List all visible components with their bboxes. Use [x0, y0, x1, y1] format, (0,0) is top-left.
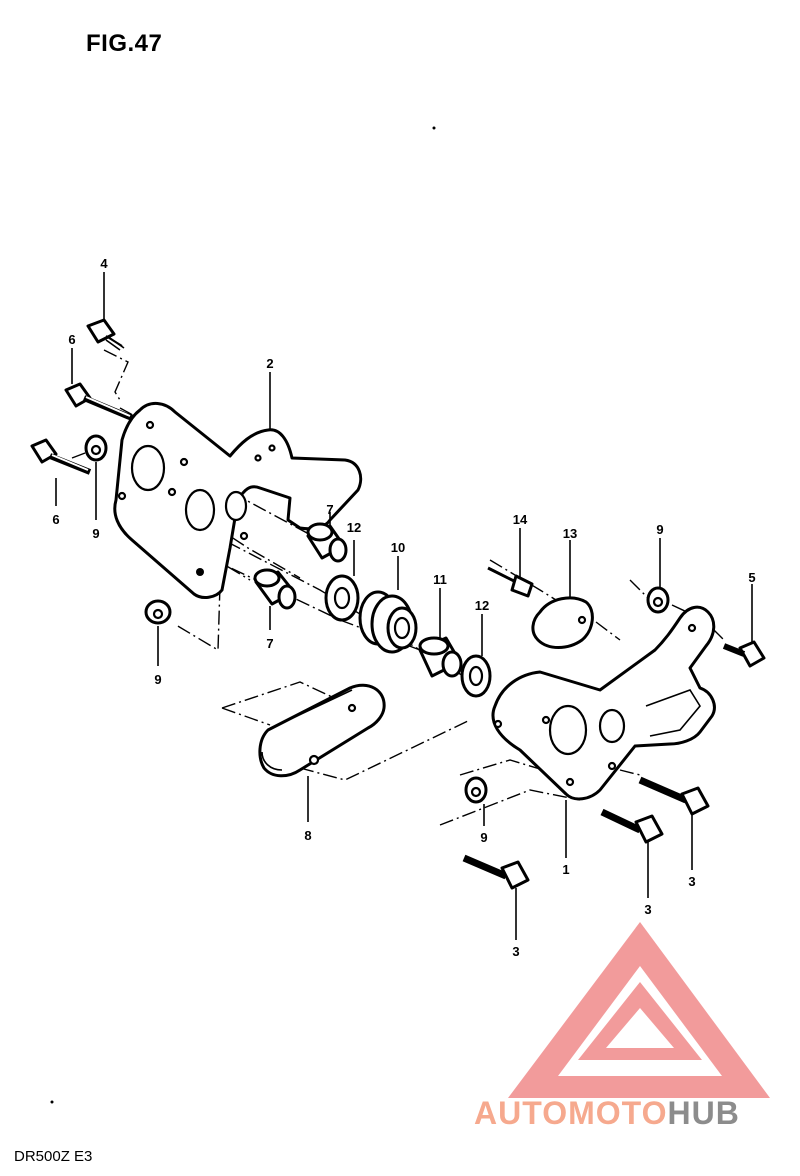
- leader-lines: [55, 272, 753, 940]
- callout-3c: 3: [512, 944, 519, 959]
- callout-7b: 7: [266, 636, 273, 651]
- callout-9d: 9: [480, 830, 487, 845]
- callout-6b: 6: [52, 512, 59, 527]
- part-2-bracket: [113, 402, 363, 599]
- part-6-bolts: [30, 382, 134, 475]
- callout-14: 14: [513, 512, 528, 527]
- callout-2: 2: [266, 356, 273, 371]
- part-8-pad: [258, 683, 386, 778]
- part-14-rivet: [487, 566, 534, 598]
- part-1-bracket: [491, 605, 716, 801]
- watermark-part1: AUTOMOTO: [474, 1095, 667, 1131]
- callout-1: 1: [562, 862, 569, 877]
- callout-7a: 7: [326, 502, 333, 517]
- callout-13: 13: [563, 526, 577, 541]
- callout-12b: 12: [475, 598, 489, 613]
- callout-10: 10: [391, 540, 405, 555]
- scan-dot: [432, 126, 436, 130]
- watermark-part2: HUB: [667, 1095, 739, 1131]
- model-label: DR500Z E3: [14, 1148, 93, 1165]
- part-13-rubber: [531, 596, 594, 649]
- callout-3a: 3: [688, 874, 695, 889]
- watermark-text: AUTOMOTOHUB: [474, 1095, 740, 1131]
- part-3-bolts: [462, 776, 710, 890]
- part-12-washers: [324, 574, 492, 698]
- part-10-bushing: [358, 590, 418, 654]
- callout-3b: 3: [644, 902, 651, 917]
- callout-9c: 9: [656, 522, 663, 537]
- part-4-bolt: [86, 318, 125, 351]
- scan-dot: [50, 1100, 54, 1104]
- callout-11: 11: [433, 572, 447, 587]
- callout-9b: 9: [154, 672, 161, 687]
- callout-4: 4: [100, 256, 108, 271]
- callout-6a: 6: [68, 332, 75, 347]
- svg-text:AUTOMOTOHUB: AUTOMOTOHUB: [474, 1095, 740, 1131]
- part-5-bolt: [722, 640, 766, 668]
- part-11-collar: [418, 636, 463, 678]
- callout-labels: 4 6 6 9 2 7 12 7 10 9 11 12 14 13 9 5 8 …: [52, 256, 755, 959]
- callout-5: 5: [748, 570, 755, 585]
- watermark-logo: [508, 922, 770, 1098]
- figure-title: FIG.47: [86, 30, 163, 57]
- callout-8: 8: [304, 828, 311, 843]
- part-7-collars: [253, 522, 348, 610]
- callout-12a: 12: [347, 520, 361, 535]
- callout-9a: 9: [92, 526, 99, 541]
- part-9-nuts: [84, 434, 670, 804]
